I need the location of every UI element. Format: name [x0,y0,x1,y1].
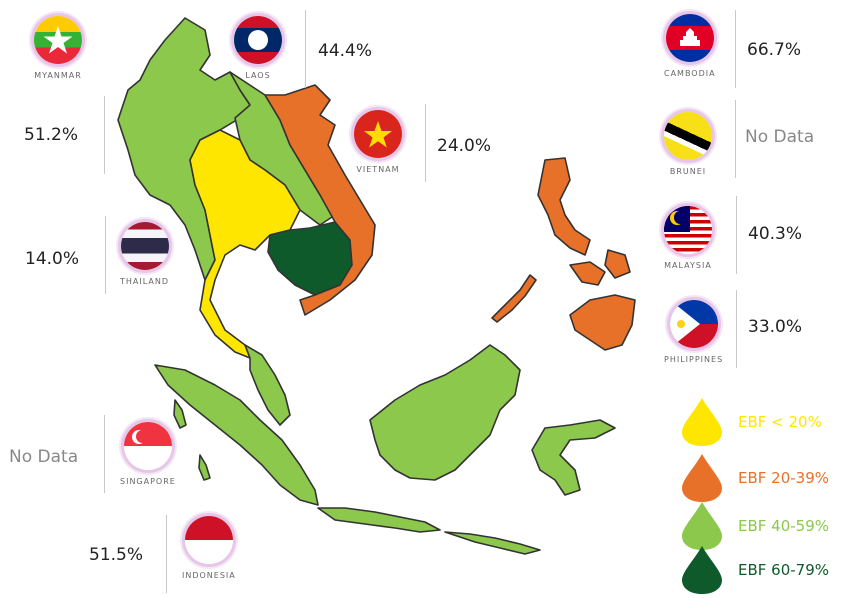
legend-item: EBF 60-79% [680,544,829,596]
thailand-badge: THAILAND [120,222,169,286]
java-region [317,507,441,533]
vietnam-value: 24.0% [437,136,492,156]
laos-value: 44.4% [318,41,373,61]
malaysia-flag-icon [664,206,712,254]
legend-label: EBF < 20% [738,413,822,431]
island-region [173,399,187,429]
legend-item: EBF < 20% [680,396,822,448]
philippines-name: PHILIPPINES [664,355,724,364]
thailand-region [189,129,301,359]
philippines-flag-icon [669,300,718,348]
cambodia-value: 66.7% [747,40,802,60]
legend-label: EBF 20-39% [738,469,830,487]
cambodia-flag-icon [665,14,714,62]
palawan-region [491,274,537,323]
indonesia-name: INDONESIA [182,571,236,580]
divider [735,10,736,88]
singapore-flag-icon [123,422,172,470]
laos-flag-icon [234,16,282,64]
vietnam-badge: VIETNAM [354,110,402,174]
cambodia-badge: CAMBODIA [664,14,716,78]
divider [736,290,737,368]
divider [105,216,106,294]
singapore-name: SINGAPORE [120,477,176,486]
brunei-name: BRUNEI [669,167,707,176]
divider [166,515,167,593]
sumatra-region [154,364,319,506]
drop-icon [682,454,722,502]
cambodia-name: CAMBODIA [664,69,716,78]
malaysia-value: 40.3% [748,224,803,244]
singapore-badge: SINGAPORE [120,422,176,486]
malaysia-name: MALAYSIA [664,261,712,270]
divider [104,96,105,174]
drop-icon [682,398,722,446]
myanmar-value: 51.2% [24,125,79,145]
legend-label: EBF 60-79% [738,561,830,579]
vietnam-flag-icon [354,110,402,158]
vietnam-region [264,84,376,316]
divider [736,196,737,274]
indonesia-badge: INDONESIA [182,516,236,580]
legend-item: EBF 40-59% [680,500,829,552]
indonesia-flag-icon [184,516,233,564]
legend-item: EBF 20-39% [680,452,829,504]
luzon-region [537,157,591,256]
lesser-sunda-region [444,531,541,555]
laos-name: LAOS [245,71,271,80]
mindanao-region [569,294,636,351]
philippines-value: 33.0% [748,317,803,337]
peninsular-malaysia-region [244,344,291,426]
singapore-value: No Data [9,447,79,467]
brunei-flag-icon [664,112,712,160]
divider [104,415,105,493]
divider [305,10,306,88]
malaysia-badge: MALAYSIA [664,206,712,270]
laos-badge: LAOS [234,16,282,80]
thailand-name: THAILAND [120,277,169,286]
divider [425,104,426,182]
cambodia-region [267,221,353,296]
vietnam-name: VIETNAM [356,165,400,174]
indonesia-value: 51.5% [89,545,144,565]
visayas-region [604,249,631,279]
thailand-value: 14.0% [25,249,80,269]
borneo-region [369,344,521,481]
sulawesi-region [531,419,616,496]
myanmar-badge: MYANMAR [34,16,82,80]
philippines-badge: PHILIPPINES [664,300,723,364]
drop-icon [682,502,722,550]
visayas-region [569,261,606,286]
myanmar-name: MYANMAR [34,71,82,80]
brunei-value: No Data [745,127,815,147]
legend-label: EBF 40-59% [738,517,830,535]
island-region [198,454,211,481]
divider [735,100,736,178]
myanmar-flag-icon [34,16,82,64]
brunei-badge: BRUNEI [664,112,712,176]
thailand-flag-icon [120,222,169,270]
drop-icon [682,546,722,594]
